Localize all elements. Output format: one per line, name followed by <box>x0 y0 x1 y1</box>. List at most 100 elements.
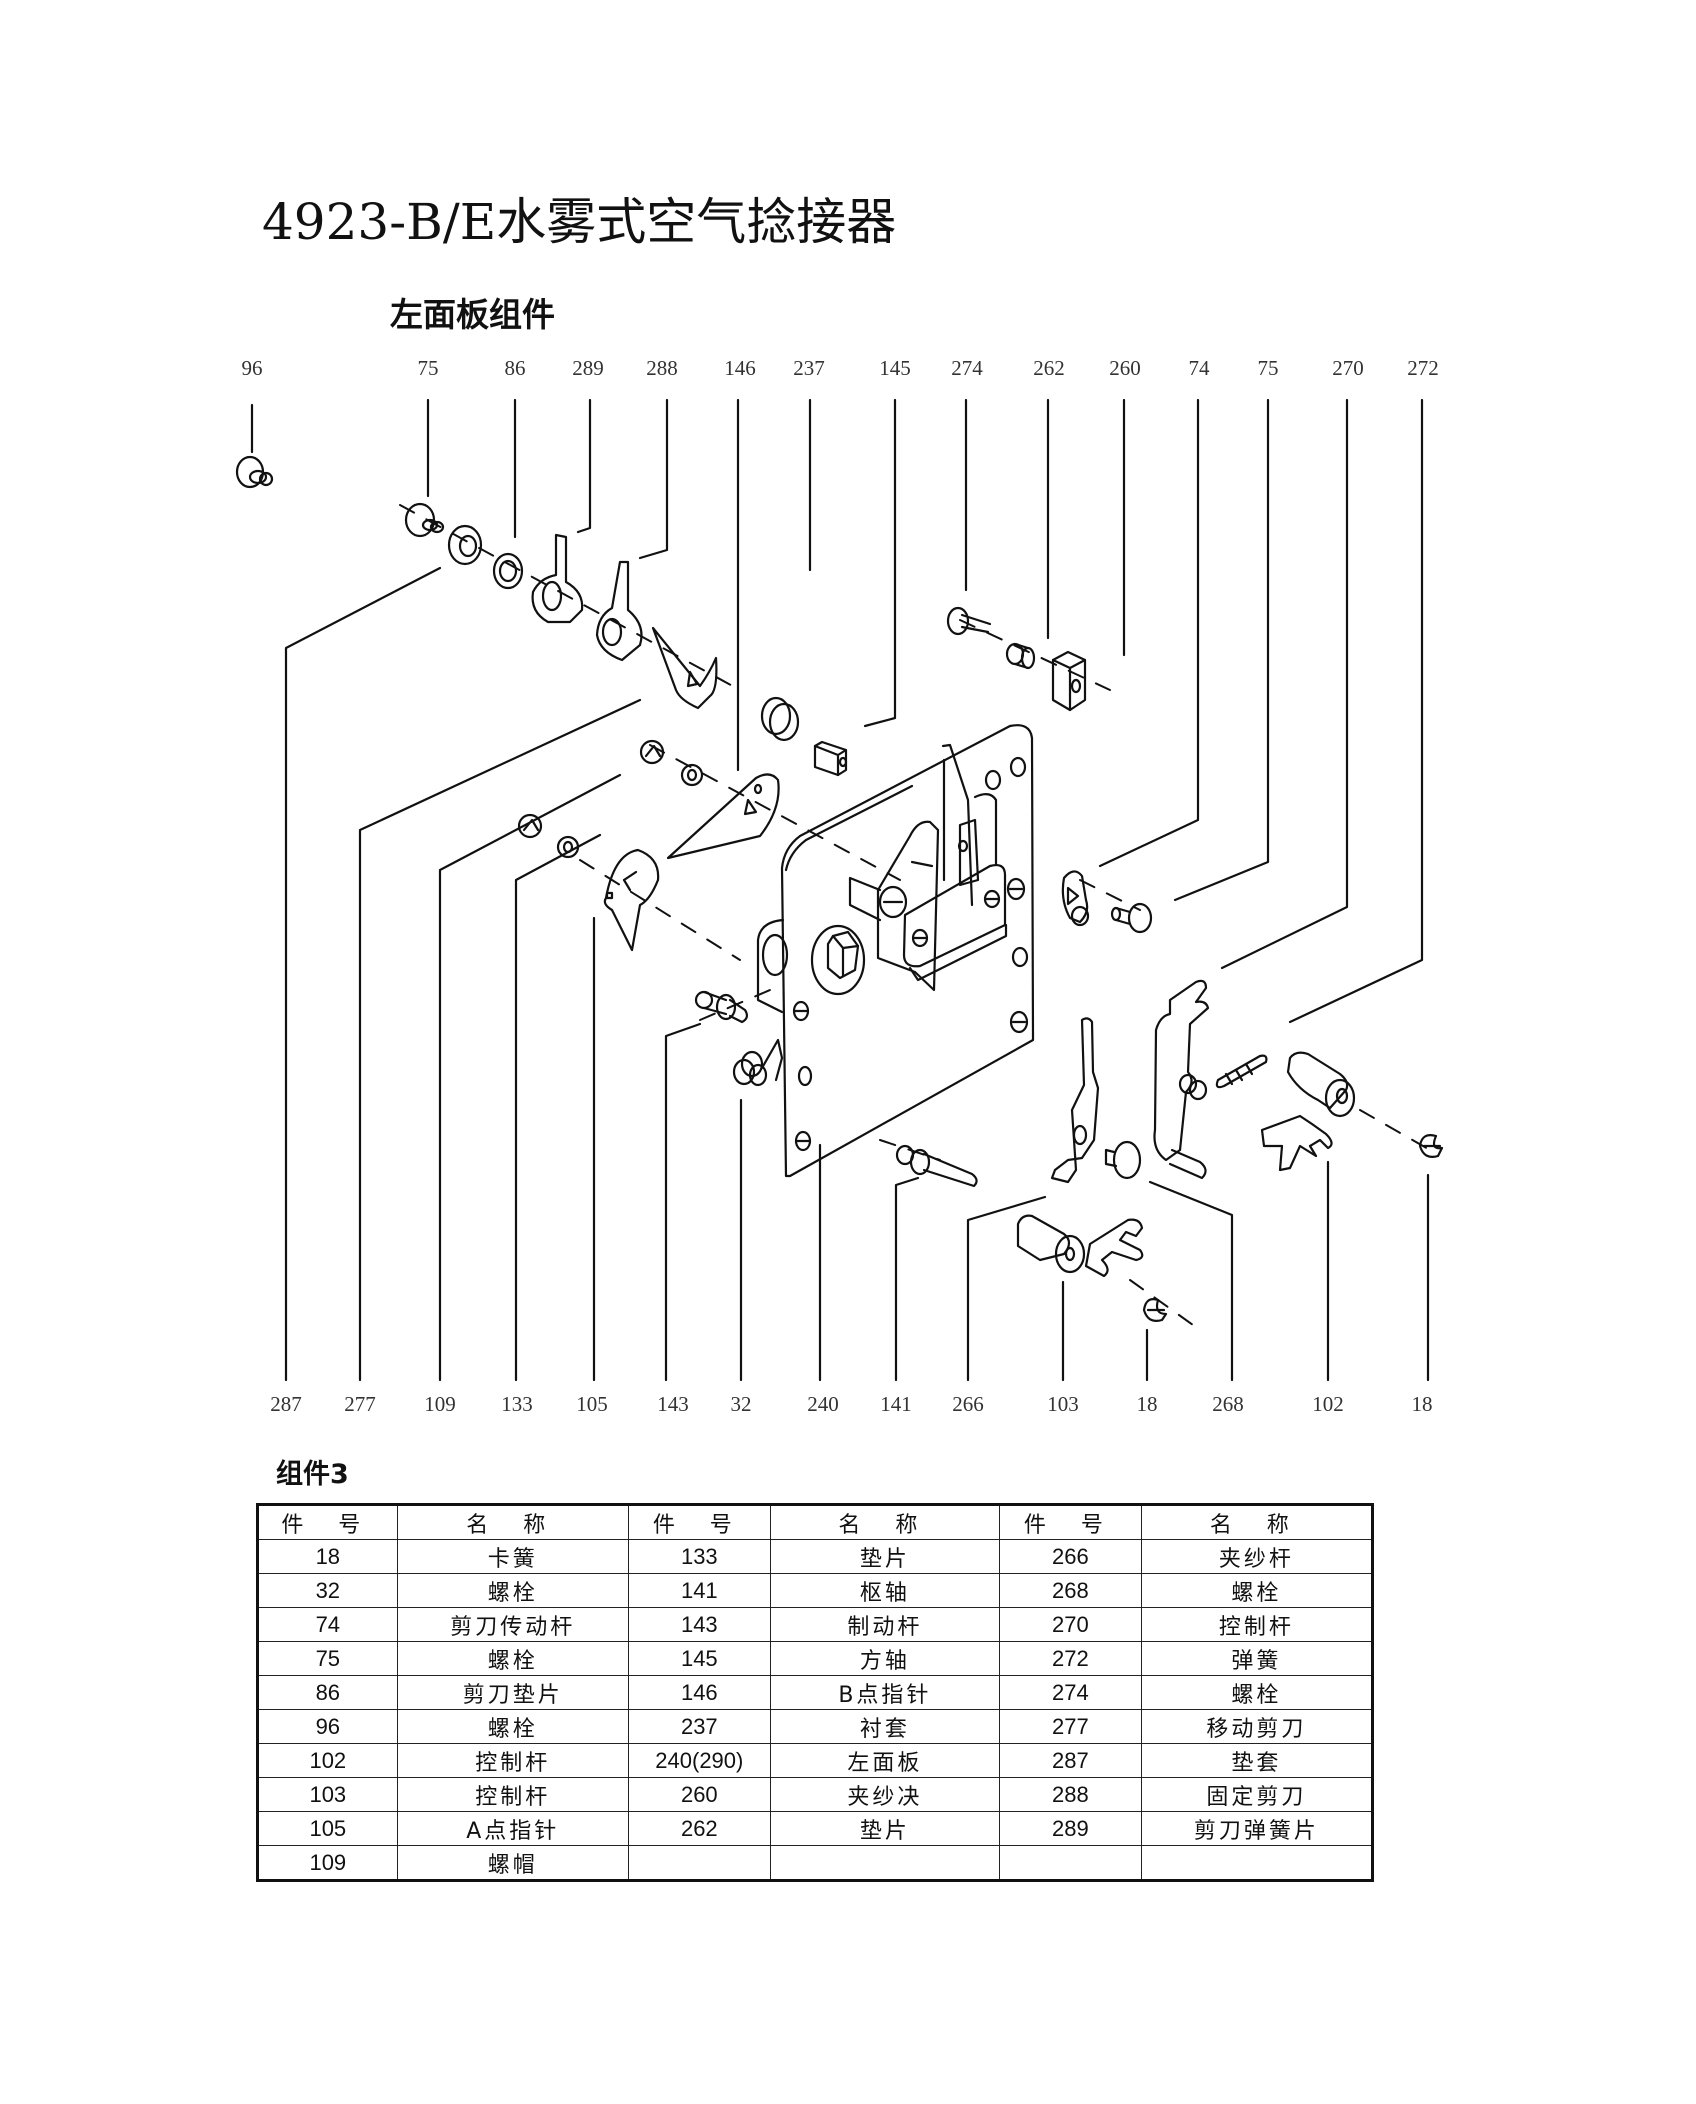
group-label: 组件3 <box>276 1459 349 1490</box>
part-number-cell: 274 <box>999 1675 1142 1710</box>
page-title: 4923-B/E水雾式空气捻接器 <box>262 193 897 251</box>
part-number-cell: 260 <box>627 1777 771 1812</box>
part-number-cell: 75 <box>257 1641 398 1676</box>
part-name-cell: B点指针 <box>769 1675 1001 1710</box>
part-number-cell <box>999 1845 1142 1881</box>
header-part-no: 件 号 <box>257 1504 398 1540</box>
part-number-cell <box>627 1845 771 1881</box>
part-name-cell: 螺栓 <box>1140 1573 1374 1608</box>
leader-266 <box>966 1195 1047 1382</box>
part-133-washer-b <box>556 835 580 859</box>
part-145-square-shaft <box>813 740 848 777</box>
top-leader-lines <box>250 398 1424 1024</box>
header-part-no: 件 号 <box>627 1504 771 1540</box>
part-102-control-lever <box>1260 1051 1356 1172</box>
callout-bottom-18b: 18 <box>1411 1392 1433 1416</box>
part-270-control-lever <box>1153 979 1210 1180</box>
part-274-screw <box>946 606 992 636</box>
part-146-b-pointer <box>666 773 780 860</box>
leader-289 <box>576 398 592 534</box>
leader-74 <box>1098 398 1200 868</box>
part-name-cell: 垫片 <box>769 1811 1001 1846</box>
header-name: 名 称 <box>769 1504 1001 1540</box>
callout-top-75: 75 <box>417 356 439 380</box>
callout-bottom-240: 240 <box>807 1392 839 1416</box>
part-266-yarn-lever <box>1050 1017 1100 1184</box>
part-name-cell: 剪刀垫片 <box>396 1675 629 1710</box>
callout-bottom-266: 266 <box>952 1392 984 1416</box>
part-18-circlip-right <box>1418 1134 1444 1158</box>
part-141-pivot <box>895 1144 978 1188</box>
part-name-cell: 衬套 <box>769 1709 1001 1744</box>
callout-bottom-18: 18 <box>1136 1392 1158 1416</box>
part-name-cell: 方轴 <box>769 1641 1001 1676</box>
leader-109 <box>438 773 622 1382</box>
part-74-scissor-lever <box>1061 870 1090 927</box>
part-number-cell: 287 <box>999 1743 1142 1778</box>
part-109-nut-a <box>639 739 665 765</box>
part-number-cell: 270 <box>999 1607 1142 1642</box>
part-133-washer-a <box>680 763 704 787</box>
part-289-spring-plate <box>531 533 584 624</box>
part-103-control-lever <box>1016 1214 1144 1278</box>
part-name-cell: 控制杆 <box>396 1743 629 1778</box>
part-name-cell: 移动剪刀 <box>1140 1709 1374 1744</box>
callout-top-75b: 75 <box>1257 356 1279 380</box>
part-name-cell: 左面板 <box>769 1743 1001 1778</box>
callout-bottom-103: 103 <box>1047 1392 1079 1416</box>
part-number-cell: 262 <box>627 1811 771 1846</box>
part-number-cell: 146 <box>627 1675 771 1710</box>
part-number-cell: 109 <box>257 1845 398 1881</box>
callout-bottom-287: 287 <box>270 1392 302 1416</box>
part-name-cell: 控制杆 <box>396 1777 629 1812</box>
callout-top-260: 260 <box>1109 356 1141 380</box>
callout-bottom-102: 102 <box>1312 1392 1344 1416</box>
leader-75-right <box>1173 398 1270 902</box>
part-number-cell: 18 <box>257 1539 398 1574</box>
leader-145 <box>863 398 897 728</box>
part-260-yarn-clamp <box>1051 650 1087 712</box>
part-number-cell: 133 <box>627 1539 771 1574</box>
part-name-cell <box>769 1845 1001 1881</box>
callout-top-237: 237 <box>793 356 825 380</box>
table-header-row: 件 号 名 称 件 号 名 称 件 号 名 称 <box>257 1504 1374 1540</box>
part-name-cell: 制动杆 <box>769 1607 1001 1642</box>
part-237-bushing <box>760 696 800 742</box>
part-number-cell: 102 <box>257 1743 398 1778</box>
part-240-left-panel <box>756 724 1035 1178</box>
callout-top-145: 145 <box>879 356 911 380</box>
leader-277 <box>358 698 642 1382</box>
callout-bottom-109: 109 <box>424 1392 456 1416</box>
part-name-cell: 卡簧 <box>396 1539 629 1574</box>
part-number-cell: 103 <box>257 1777 398 1812</box>
part-name-cell: 螺栓 <box>396 1641 629 1676</box>
part-109-nut-b <box>517 813 543 839</box>
callout-bottom-268: 268 <box>1212 1392 1244 1416</box>
part-number-cell: 96 <box>257 1709 398 1744</box>
part-name-cell: 螺栓 <box>1140 1675 1374 1710</box>
part-number-cell: 105 <box>257 1811 398 1846</box>
part-96-screw <box>235 455 274 489</box>
part-number-cell: 240(290) <box>627 1743 771 1778</box>
part-number-cell: 266 <box>999 1539 1142 1574</box>
callout-top-96: 96 <box>241 356 263 380</box>
part-262-washer <box>1005 642 1036 670</box>
part-272-spring <box>1215 1054 1268 1089</box>
leader-268 <box>1148 1180 1234 1382</box>
leader-272 <box>1288 398 1424 1024</box>
part-18-circlip-mid <box>1142 1298 1168 1322</box>
part-number-cell: 277 <box>999 1709 1142 1744</box>
part-86-washer-b <box>492 552 524 590</box>
part-105-a-pointer <box>603 848 660 952</box>
part-name-cell: 夹纱决 <box>769 1777 1001 1812</box>
part-75-screw <box>404 502 445 538</box>
